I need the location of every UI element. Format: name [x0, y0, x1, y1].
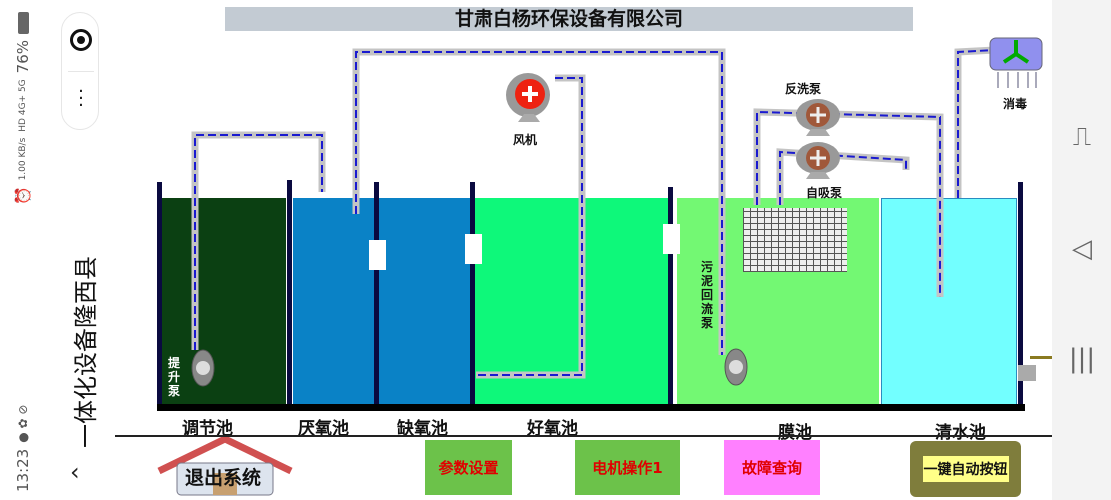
backwash-pump-label: 反洗泵 [785, 82, 822, 96]
overflow-gate [663, 224, 680, 254]
membrane-module [743, 208, 847, 272]
back-chevron-icon[interactable]: ‹ [70, 458, 80, 486]
back-icon[interactable]: ◁ [1072, 234, 1092, 264]
tank-label: 清水池 [935, 423, 986, 443]
miniapp-capsule: ··· [61, 12, 99, 130]
sludge-pump-label: 污泥回流泵 [701, 260, 714, 330]
tank-wall [470, 182, 475, 408]
tank-wall [287, 180, 292, 406]
exit-system-button[interactable]: 退出系统 [155, 437, 295, 497]
self-priming-pump-icon [796, 142, 840, 179]
blower-icon [506, 73, 550, 122]
pipe-lift [191, 131, 326, 350]
fault-query-button[interactable]: 故障查询 [724, 440, 820, 495]
recent-apps-icon[interactable]: ||| [1068, 344, 1096, 374]
company-title: 甘肃白杨环保设备有限公司 [225, 7, 913, 31]
tank-label: 调节池 [182, 419, 233, 439]
lift-pump-icon [191, 349, 215, 387]
tank-wall [374, 182, 379, 408]
nav-bar [1052, 0, 1111, 500]
tank-regulating [162, 198, 286, 406]
parameter-settings-button[interactable]: 参数设置 [425, 440, 512, 495]
tank-aerobic [475, 198, 668, 406]
backwash-pump-icon [796, 99, 840, 136]
tank-label: 膜池 [778, 423, 812, 443]
pipe-disinfect [954, 46, 996, 198]
lift-pump-label: 提升泵 [168, 356, 181, 398]
tank-wall [1018, 182, 1023, 408]
tank-label: 缺氧池 [397, 419, 448, 439]
tank-wall [157, 182, 162, 408]
one-key-auto-button[interactable]: 一键自动按钮 [910, 441, 1021, 497]
disinfection-icon [989, 37, 1043, 88]
tank-clear [881, 198, 1017, 406]
disinfection-label: 消毒 [1003, 97, 1028, 111]
house-icon [157, 437, 293, 496]
self-priming-pump-label: 自吸泵 [806, 186, 843, 200]
tank-label: 厌氧池 [298, 419, 349, 439]
blower-label: 风机 [513, 133, 538, 147]
more-icon[interactable]: ··· [78, 81, 84, 116]
sludge-pump-icon [724, 348, 748, 386]
tank-floor [157, 404, 1025, 411]
overflow-gate [369, 240, 386, 270]
pipe-air [476, 74, 586, 379]
tank-anaerobic-anoxic [293, 198, 473, 406]
tank-label: 好氧池 [527, 419, 578, 439]
pipe-backwash [753, 108, 944, 297]
recent-rotate-icon[interactable]: ⎍ [1072, 122, 1092, 152]
close-target-icon[interactable] [70, 29, 92, 51]
divider [115, 435, 1052, 437]
motor-operation-button[interactable]: 电机操作1 [575, 440, 680, 495]
outlet-valve-icon [1018, 356, 1052, 381]
tank-wall [668, 187, 673, 407]
overflow-gate [465, 234, 482, 264]
